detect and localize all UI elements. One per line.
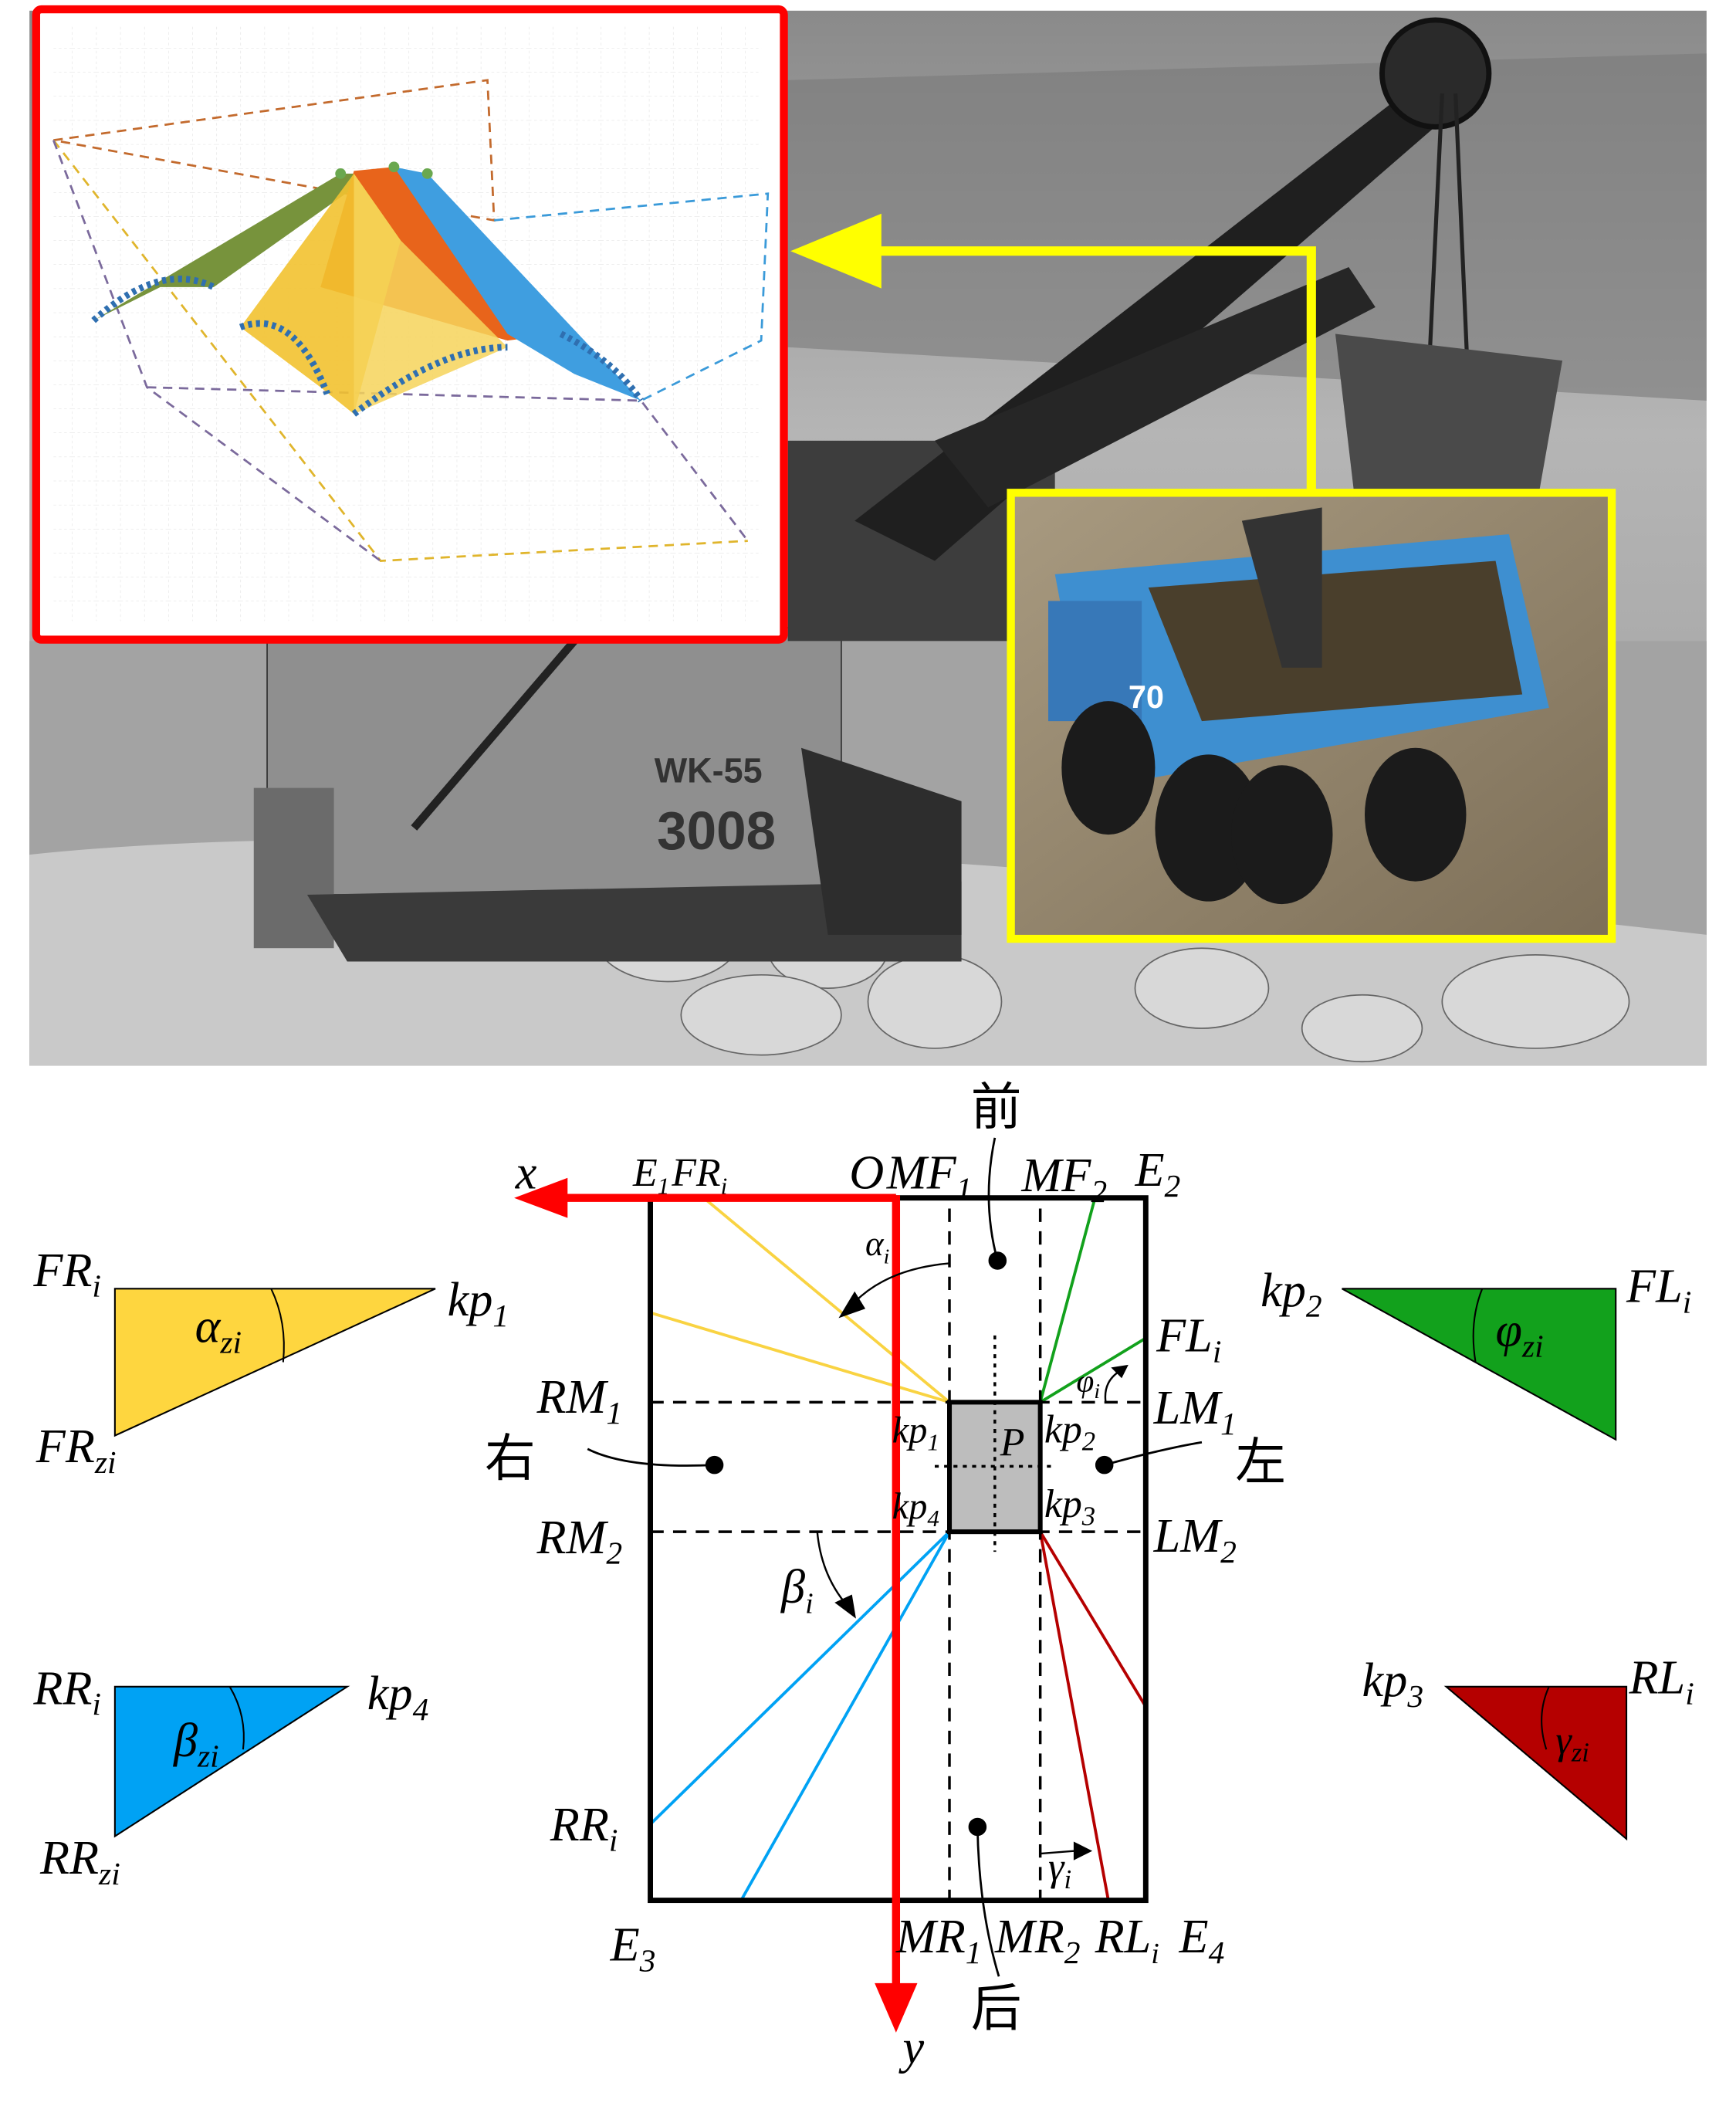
ray-front-left bbox=[1038, 1197, 1097, 1403]
mining-photo: WK-55 3008 70 bbox=[29, 10, 1707, 1066]
direction-left: 左 bbox=[1235, 1433, 1286, 1492]
label-RLi: RLi bbox=[1095, 1911, 1159, 1970]
truck-number: 70 bbox=[1129, 679, 1164, 715]
label-LM2: LM2 bbox=[1153, 1510, 1237, 1569]
label-E4: E4 bbox=[1179, 1911, 1225, 1970]
tri-label-RRi: RRi bbox=[32, 1662, 101, 1722]
ray-front-right bbox=[649, 1311, 950, 1404]
label-MR1: MR1 bbox=[895, 1911, 982, 1970]
x-axis-arrow bbox=[514, 1177, 568, 1218]
direction-front: 前 bbox=[971, 1078, 1022, 1137]
label-kp1: kp1 bbox=[892, 1410, 939, 1455]
triangle-rear-right bbox=[113, 1685, 350, 1838]
triangle-rear-left bbox=[1443, 1685, 1628, 1841]
y-axis-arrow bbox=[875, 1982, 918, 2033]
ray-rear-left bbox=[1039, 1531, 1147, 1708]
inset-3d-plot bbox=[36, 9, 784, 640]
label-y: y bbox=[898, 2022, 924, 2074]
triangle-front-left bbox=[1342, 1288, 1617, 1441]
inset-border bbox=[32, 5, 788, 644]
label-beta-i: βi bbox=[780, 1561, 814, 1620]
label-E2: E2 bbox=[1134, 1144, 1180, 1204]
tri-label-FLi: FLi bbox=[1626, 1261, 1691, 1320]
ray-rear-right bbox=[739, 1531, 951, 1901]
ray-front-right bbox=[702, 1197, 951, 1403]
tri-label-RRzi: RRzi bbox=[39, 1832, 120, 1891]
label-LM1: LM1 bbox=[1153, 1382, 1237, 1441]
label-x: x bbox=[515, 1147, 537, 1200]
label-P: P bbox=[1000, 1421, 1025, 1465]
ray-front-left bbox=[1039, 1336, 1147, 1403]
tri-label-phi-zi: φzi bbox=[1496, 1305, 1544, 1364]
ray-rear-left bbox=[1038, 1531, 1110, 1901]
tri-label-gamma-zi: γzi bbox=[1555, 1718, 1589, 1767]
label-RRi: RRi bbox=[550, 1799, 618, 1858]
platform-schematic bbox=[514, 1137, 1203, 2033]
label-MF2: MF2 bbox=[1020, 1149, 1107, 1209]
triangle-front-right bbox=[113, 1288, 436, 1437]
truck-photo: 70 bbox=[1010, 493, 1612, 940]
label-MR2: MR2 bbox=[994, 1911, 1081, 1970]
tri-label-beta-zi: βzi bbox=[173, 1715, 219, 1774]
tri-label-RLi: RLi bbox=[1629, 1651, 1694, 1711]
tri-label-kp2: kp2 bbox=[1261, 1265, 1322, 1324]
tri-label-kp3: kp3 bbox=[1362, 1654, 1424, 1714]
label-phi-i: φi bbox=[1076, 1363, 1100, 1403]
direction-right: 右 bbox=[485, 1429, 536, 1488]
label-kp4: kp4 bbox=[892, 1486, 939, 1532]
direction-rear: 后 bbox=[971, 1979, 1022, 2038]
label-kp2: kp2 bbox=[1044, 1407, 1095, 1456]
label-FRi: FRi bbox=[671, 1151, 727, 1199]
label-E3: E3 bbox=[610, 1918, 656, 1978]
machine-number: 3008 bbox=[657, 801, 776, 861]
label-MF1: MF1 bbox=[886, 1147, 973, 1207]
label-O: O bbox=[849, 1147, 884, 1200]
tri-label-FRzi: FRzi bbox=[36, 1420, 117, 1480]
machine-model: WK-55 bbox=[655, 751, 763, 791]
label-kp3: kp3 bbox=[1044, 1482, 1095, 1531]
label-gamma-i: γi bbox=[1048, 1846, 1071, 1894]
label-RM2: RM2 bbox=[536, 1512, 622, 1571]
highlight-arrow-head bbox=[790, 213, 882, 289]
label-FLi: FLi bbox=[1156, 1310, 1221, 1370]
tri-label-FRi: FRi bbox=[32, 1244, 101, 1304]
highlight-arrow bbox=[875, 246, 1316, 493]
label-alpha-i: αi bbox=[865, 1224, 889, 1268]
tri-label-alpha-zi: αzi bbox=[195, 1301, 242, 1360]
tri-label-kp1: kp1 bbox=[448, 1274, 509, 1333]
label-RM1: RM1 bbox=[536, 1371, 622, 1431]
label-E1: E1 bbox=[632, 1151, 669, 1199]
tri-label-kp4: kp4 bbox=[367, 1668, 429, 1727]
